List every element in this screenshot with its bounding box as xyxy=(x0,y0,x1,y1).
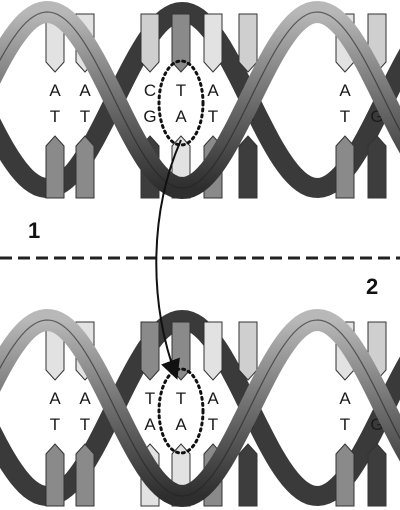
base-letter-bottom: A xyxy=(144,415,156,434)
base-letter-bottom: T xyxy=(208,415,218,434)
base-letter-top: A xyxy=(207,389,219,408)
base-top-block xyxy=(204,322,222,380)
base-top-block xyxy=(141,322,159,380)
base-bottom-block xyxy=(368,444,386,506)
base-letter-bottom: T xyxy=(340,107,350,126)
base-letter-top: A xyxy=(339,389,351,408)
base-letter-top: T xyxy=(145,389,155,408)
base-bottom-block xyxy=(239,444,257,506)
base-letter-bottom: T xyxy=(208,107,218,126)
base-top-block xyxy=(239,322,257,380)
base-letter-top: A xyxy=(79,81,91,100)
base-letter-top: A xyxy=(207,81,219,100)
base-bottom-block xyxy=(336,136,354,198)
base-bottom-block xyxy=(239,136,257,198)
base-top-block xyxy=(239,14,257,72)
base-letter-top: C xyxy=(144,81,156,100)
base-pair: TA xyxy=(172,322,190,506)
base-letter-top: T xyxy=(176,389,186,408)
base-pair: AT xyxy=(46,14,64,198)
base-bottom-block xyxy=(368,136,386,198)
base-letter-top: A xyxy=(79,389,91,408)
base-bottom-block xyxy=(76,136,94,198)
base-letter-bottom: T xyxy=(80,107,90,126)
highlighted-base-pair-outline xyxy=(159,61,203,145)
base-letter-bottom: T xyxy=(50,415,60,434)
base-pair: TA xyxy=(172,14,190,198)
base-bottom-block xyxy=(46,444,64,506)
base-letter-bottom: A xyxy=(175,415,187,434)
panel-label-1: 1 xyxy=(28,218,40,243)
base-letter-top: A xyxy=(49,81,61,100)
base-letter-top: A xyxy=(49,389,61,408)
base-bottom-block xyxy=(46,136,64,198)
base-letter-bottom: T xyxy=(80,415,90,434)
base-letter-top: T xyxy=(176,81,186,100)
base-bottom-block xyxy=(336,444,354,506)
base-pair: AT xyxy=(46,322,64,506)
highlighted-base-pair-outline xyxy=(159,369,203,453)
base-letter-bottom: A xyxy=(175,107,187,126)
base-top-block xyxy=(141,14,159,72)
base-top-block xyxy=(204,14,222,72)
base-letter-top: A xyxy=(339,81,351,100)
panel-label-2: 2 xyxy=(366,274,378,299)
base-letter-bottom: T xyxy=(340,415,350,434)
base-letter-bottom: T xyxy=(50,107,60,126)
base-bottom-block xyxy=(76,444,94,506)
base-letter-bottom: G xyxy=(143,107,156,126)
